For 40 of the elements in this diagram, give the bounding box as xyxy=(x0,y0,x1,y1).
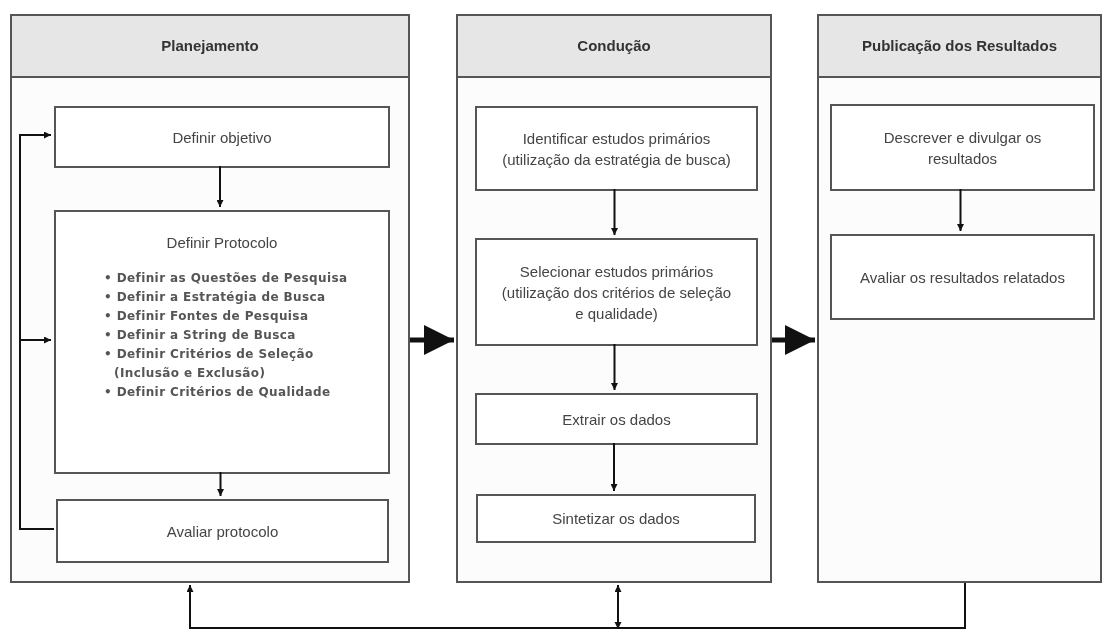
bullet-item: • Definir a Estratégia de Busca xyxy=(104,289,327,306)
step-text: Selecionar estudos primários (utilização dos critérios de seleção e qualidade) xyxy=(500,261,733,324)
step-text: Definir Protocolo xyxy=(166,233,278,253)
process-box xyxy=(476,494,756,543)
step-text: Identificar estudos primários (utilização da estratégia de busca) xyxy=(501,128,732,170)
bullet-item: • Definir as Questões de Pesquisa xyxy=(104,270,349,287)
bullet-item: • Definir Fontes de Pesquisa xyxy=(104,308,310,325)
arrow xyxy=(957,188,964,232)
process-box xyxy=(54,210,390,474)
phase-panel xyxy=(456,14,772,583)
bullet-item: • Definir a String de Busca xyxy=(104,327,297,344)
step-text: Sintetizar os dados xyxy=(552,509,680,529)
process-box xyxy=(56,499,389,563)
arrow xyxy=(611,343,618,391)
panel-title: Publicação dos Resultados xyxy=(861,35,1058,56)
bullet-item: • Definir Critérios de Qualidade xyxy=(104,384,332,401)
process-box xyxy=(475,106,758,191)
bullet-item: • Definir Critérios de Seleção (Inclusão e Exclusão) xyxy=(104,346,315,382)
process-box xyxy=(475,238,758,346)
arrow xyxy=(410,325,454,355)
step-text: Extrair os dados xyxy=(562,409,671,430)
arrow xyxy=(614,582,966,629)
arrow xyxy=(772,325,815,355)
step-text: Avaliar protocolo xyxy=(166,521,279,542)
arrow xyxy=(19,336,55,530)
process-box xyxy=(830,104,1095,191)
arrow xyxy=(611,188,618,236)
arrow xyxy=(217,471,224,497)
step-text: Avaliar os resultados relatados xyxy=(860,267,1065,288)
phase-panel xyxy=(10,14,410,583)
panel-title: Planejamento xyxy=(161,35,259,56)
phase-panel xyxy=(817,14,1102,583)
arrow xyxy=(216,165,224,208)
panel-title: Condução xyxy=(577,35,651,56)
step-text: Descrever e divulgar os resultados xyxy=(882,127,1043,169)
process-box xyxy=(830,234,1095,320)
process-box xyxy=(475,393,758,445)
arrow xyxy=(610,442,618,492)
step-text: Definir objetivo xyxy=(172,127,272,148)
process-box xyxy=(54,106,390,168)
